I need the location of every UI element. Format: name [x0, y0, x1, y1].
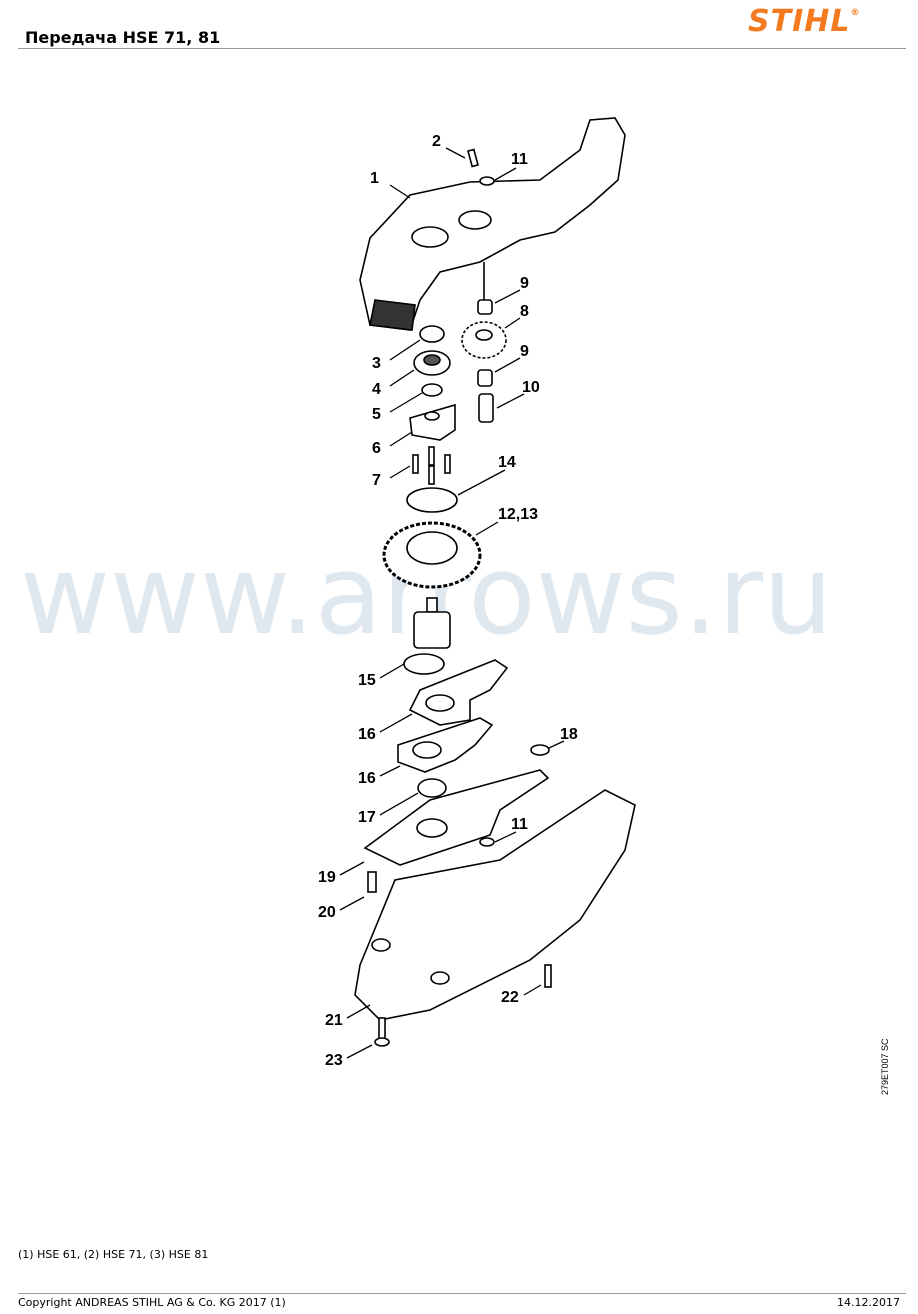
pin-10: [478, 393, 494, 423]
carrier-6: [409, 403, 456, 441]
callout-3: 3: [372, 355, 381, 372]
callout-9b: 9: [520, 343, 529, 360]
leader-lines: [339, 147, 565, 1059]
washer-11b: [479, 837, 495, 847]
header-divider: [18, 48, 906, 49]
callout-6: 6: [372, 440, 381, 457]
model-note: (1) HSE 61, (2) HSE 71, (3) HSE 81: [18, 1248, 209, 1261]
footer-divider: [18, 1293, 906, 1294]
callout-1: 1: [370, 170, 379, 187]
bearing-9: [477, 299, 493, 315]
callout-14: 14: [498, 454, 516, 471]
gear-housing-upper: [359, 117, 626, 331]
callout-7: 7: [372, 472, 381, 489]
callout-18: 18: [560, 726, 578, 743]
callout-2: 2: [432, 133, 441, 150]
needles-7: [412, 446, 451, 485]
callout-8: 8: [520, 303, 529, 320]
callout-23: 23: [325, 1052, 343, 1069]
washer-11: [479, 176, 495, 186]
callout-16b: 16: [358, 770, 376, 787]
callout-15: 15: [358, 672, 376, 689]
disc-15: [403, 653, 445, 675]
callout-12-13: 12,13: [498, 506, 539, 523]
shaft: [426, 597, 438, 613]
callout-22: 22: [501, 989, 519, 1006]
washer-3: [419, 325, 445, 343]
o-ring-14: [406, 487, 458, 513]
screw-22: [544, 964, 552, 988]
screw-23: [378, 1017, 386, 1041]
stihl-logo: STIHL®: [748, 4, 861, 39]
callout-5: 5: [372, 406, 381, 423]
gear-housing-lower: [354, 789, 636, 1021]
plate-19: [363, 769, 550, 866]
washer-18: [530, 744, 550, 756]
bearing-9b: [477, 369, 493, 387]
callout-20: 20: [318, 904, 336, 921]
callout-10: 10: [522, 379, 540, 396]
callout-4: 4: [372, 381, 381, 398]
page-title: Передача HSE 71, 81: [25, 28, 221, 47]
callout-19: 19: [318, 869, 336, 886]
callout-9: 9: [520, 275, 529, 292]
callout-11b: 11: [511, 816, 528, 833]
screw-20: [367, 871, 377, 893]
connecting-rod-16b: [397, 717, 494, 773]
callout-17: 17: [358, 809, 376, 826]
callout-11: 11: [511, 151, 528, 168]
bearing-17: [417, 778, 447, 798]
callout-16: 16: [358, 726, 376, 743]
pin-2: [467, 148, 479, 168]
callout-21: 21: [325, 1012, 343, 1029]
circlip-5: [421, 383, 443, 397]
date: 14.12.2017: [837, 1296, 900, 1309]
copyright: Copyright ANDREAS STIHL AG & Co. KG 2017…: [18, 1296, 286, 1309]
